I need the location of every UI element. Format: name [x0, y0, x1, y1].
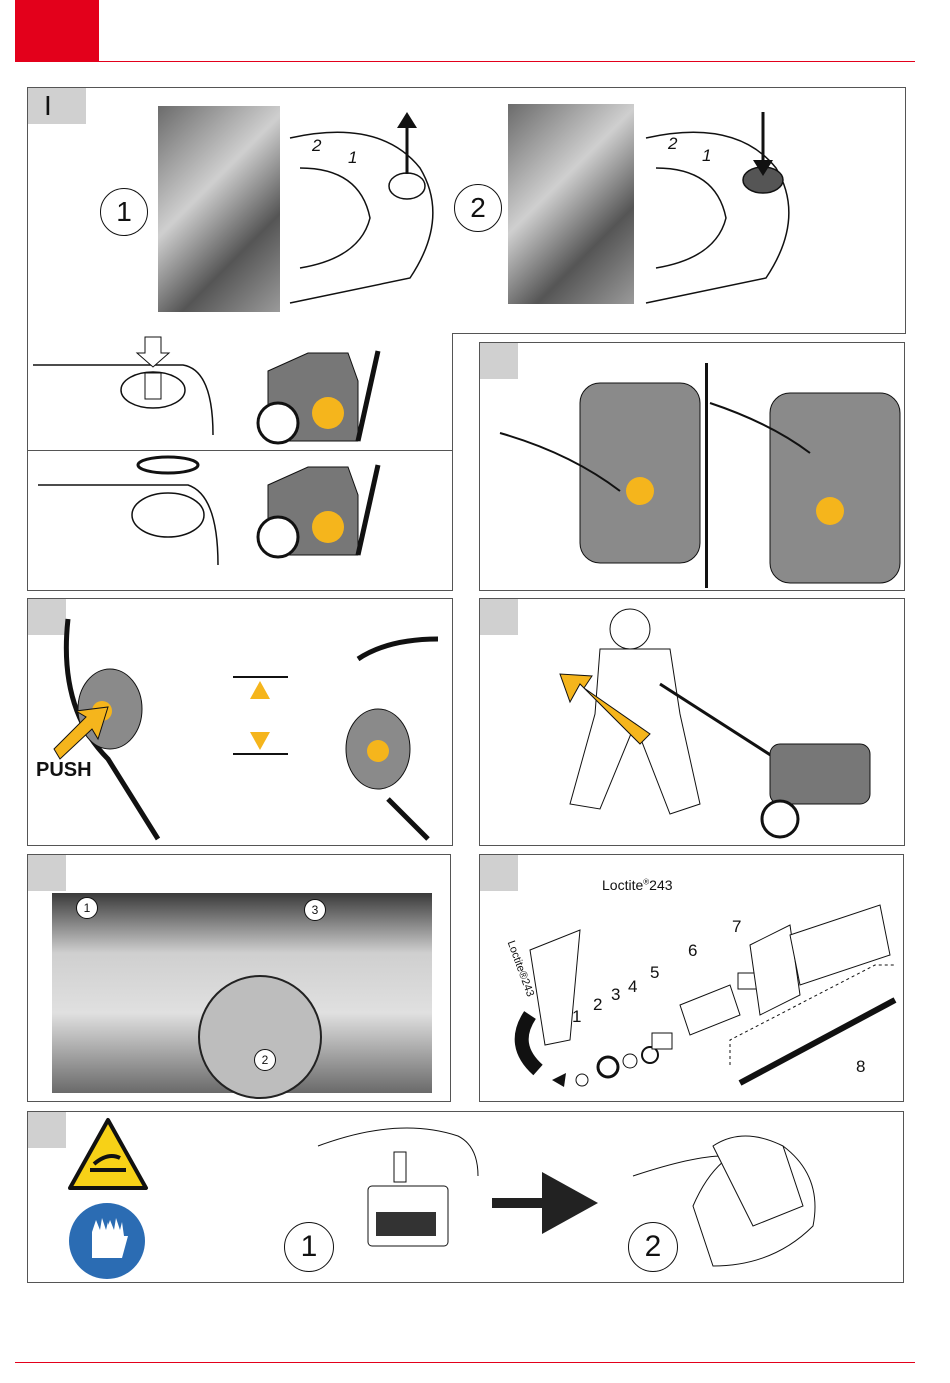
knob-turn-diagram	[38, 455, 238, 565]
arrow-right-icon	[492, 1172, 602, 1236]
dial-num-2: 2	[312, 136, 321, 156]
lever-photo-2	[508, 104, 634, 304]
part-4: 4	[628, 977, 637, 997]
panel-label: I	[28, 88, 86, 124]
divider	[28, 450, 453, 451]
panel-blade-assembly: Loctite®243 Loctite®243 1 2 3 4 5 6 7 8	[479, 854, 904, 1102]
part-8: 8	[856, 1057, 865, 1077]
gloves-mandatory-icon	[68, 1202, 146, 1280]
hot-surface-warning-icon	[68, 1118, 148, 1190]
part-6: 6	[688, 941, 697, 961]
operator-illustration	[540, 604, 890, 844]
dial-num-1: 1	[348, 148, 357, 168]
dial-num-2b: 2	[668, 134, 677, 154]
part-2: 2	[593, 995, 602, 1015]
footer-rule	[15, 1362, 915, 1363]
part-3: 3	[611, 985, 620, 1005]
step-1-badge: 1	[100, 188, 148, 236]
push-label: PUSH	[36, 759, 92, 782]
panel-tag	[28, 1112, 66, 1148]
callout-1: 1	[76, 897, 98, 919]
step-1-badge: 1	[284, 1222, 334, 1272]
switch-illustration	[490, 363, 900, 588]
panel-handle: PUSH	[27, 598, 453, 846]
handle-illustration	[28, 599, 453, 846]
knob-press-diagram	[33, 335, 233, 440]
step-2-badge: 2	[454, 184, 502, 232]
part-1: 1	[572, 1007, 581, 1027]
panel-tag	[480, 855, 518, 891]
detail-magnifier	[198, 975, 322, 1099]
cover-before-illustration	[318, 1116, 498, 1251]
machine-front-2	[248, 455, 388, 560]
panel-switch	[479, 342, 905, 591]
callout-3: 3	[304, 899, 326, 921]
panel-underside: 1 2 3	[27, 854, 451, 1102]
panel-height-adjust: I 1 2 1 2 2 1	[27, 87, 906, 334]
panel-operator	[479, 598, 905, 846]
panel-tag	[480, 599, 518, 635]
header-rule	[99, 61, 915, 62]
brand-block	[15, 0, 99, 62]
panel-tag	[28, 855, 66, 891]
step-2-badge: 2	[628, 1222, 678, 1272]
part-5: 5	[650, 963, 659, 983]
callout-2: 2	[254, 1049, 276, 1071]
machine-front-1	[248, 341, 388, 446]
loctite-label: Loctite®243	[602, 877, 673, 893]
dial-num-1b: 1	[702, 146, 711, 166]
exploded-diagram	[490, 905, 900, 1095]
panel-cover: 1 2	[27, 1111, 904, 1283]
lever-photo-1	[158, 106, 280, 312]
part-7: 7	[732, 917, 741, 937]
panel-knob-settings	[27, 333, 453, 591]
